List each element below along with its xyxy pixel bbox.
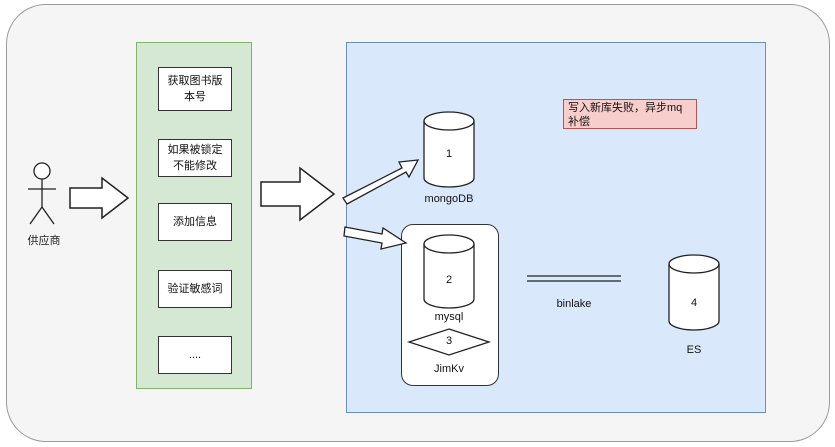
mongodb-number: 1 (445, 148, 453, 160)
step-check-lock: 如果被锁定不能修改 (158, 139, 232, 177)
step-add-info: 添加信息 (158, 203, 232, 241)
mysql-number: 2 (445, 274, 453, 286)
jimkv-number: 3 (445, 335, 453, 347)
es-label: ES (686, 344, 702, 356)
actor-label: 供应商 (27, 235, 61, 247)
binlake-label: binlake (556, 298, 592, 310)
mongodb-label: mongoDB (424, 193, 474, 205)
user-actor-icon (28, 162, 56, 225)
mysql-label: mysql (434, 311, 464, 323)
step-verify-words: 验证敏感词 (158, 270, 232, 308)
step-get-version: 获取图书版本号 (158, 67, 232, 111)
jimkv-label: JimKv (434, 363, 464, 375)
compensation-note: 写入新库失败，异步mq补偿 (563, 99, 697, 129)
es-number: 4 (690, 297, 698, 309)
mysql-jimkv-group (401, 224, 499, 386)
step-more: .... (158, 336, 232, 374)
